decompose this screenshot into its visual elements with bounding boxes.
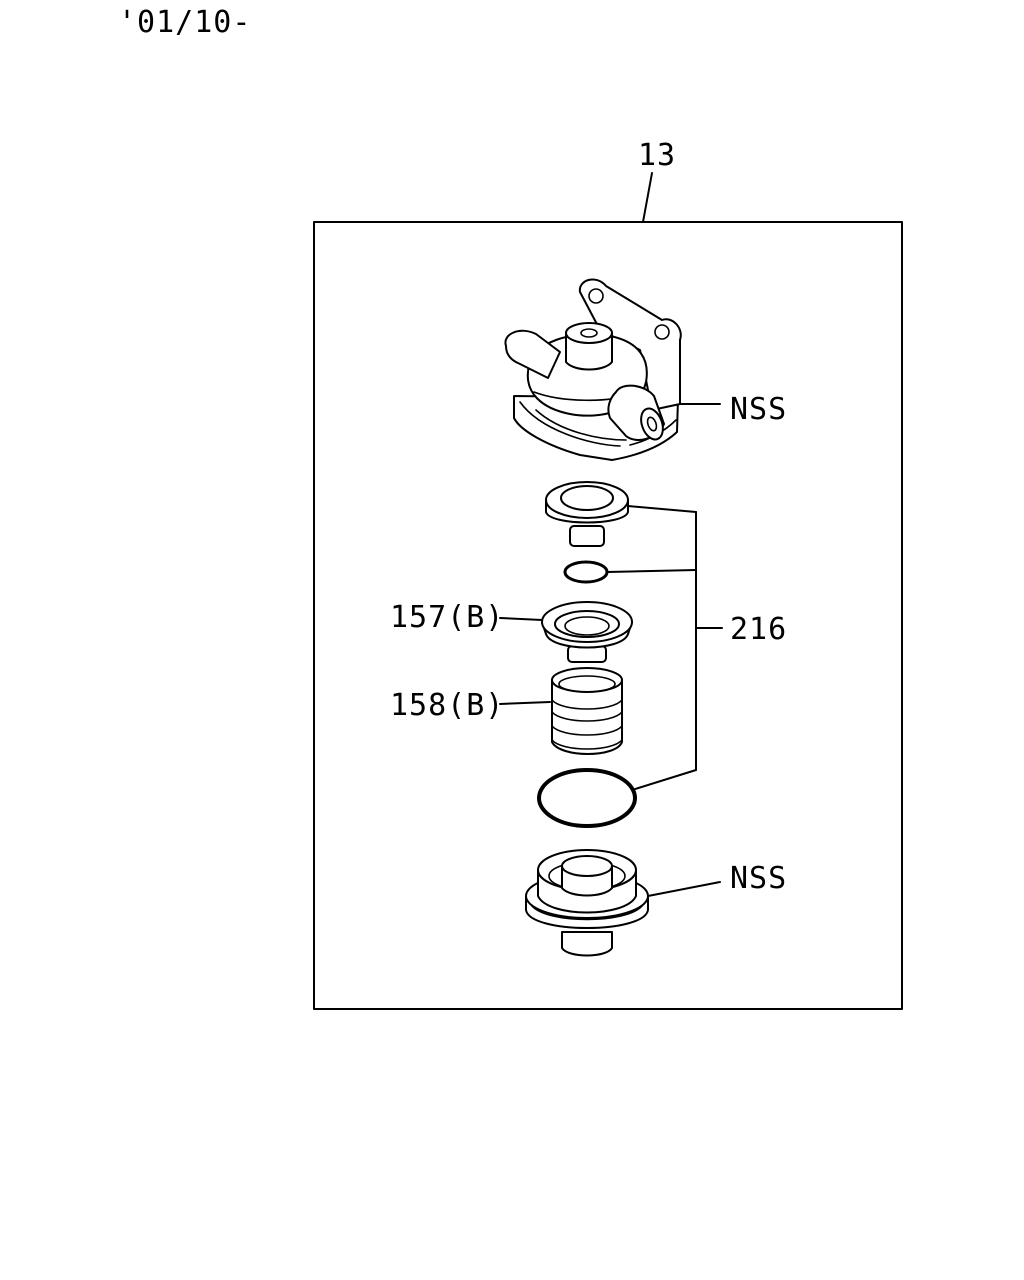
leader-216	[606, 505, 723, 791]
seal-157b	[541, 601, 633, 663]
leader-157b	[499, 617, 543, 621]
leader-nss-bottom	[647, 881, 721, 897]
assembly-frame	[313, 221, 903, 1010]
leader-13	[642, 172, 653, 223]
piston	[545, 481, 629, 547]
callout-157b: 157(B)	[390, 600, 504, 635]
spring-158b	[551, 667, 623, 755]
valve-cover	[525, 849, 649, 957]
callout-nss-top: NSS	[730, 392, 787, 427]
callout-216: 216	[730, 612, 787, 647]
callout-nss-bottom: NSS	[730, 861, 787, 896]
large-o-ring	[537, 768, 637, 828]
small-o-ring	[563, 560, 609, 584]
leader-158b	[499, 701, 551, 705]
callout-13: 13	[638, 138, 676, 173]
date-code: '01/10-	[118, 5, 251, 40]
callout-158b: 158(B)	[390, 688, 504, 723]
valve-housing	[504, 278, 682, 461]
